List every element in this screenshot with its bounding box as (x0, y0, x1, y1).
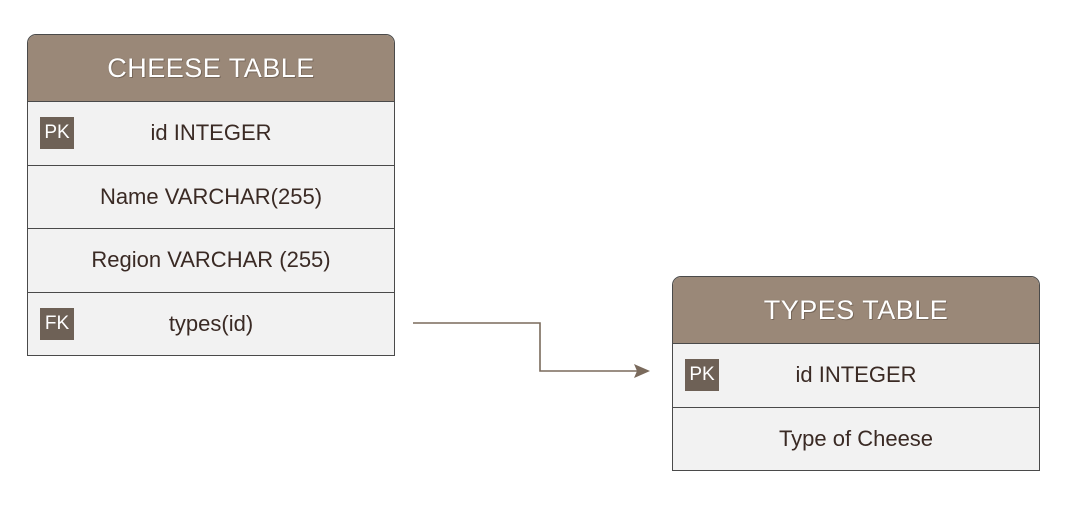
field-label: id INTEGER (795, 362, 917, 388)
primary-key-badge: PK (685, 359, 719, 392)
types-table-title: TYPES TABLE (673, 277, 1039, 344)
cheese-table-row-region: Region VARCHAR (255) (28, 229, 394, 293)
cheese-table: CHEESE TABLE PK id INTEGER Name VARCHAR(… (27, 34, 395, 356)
cheese-table-row-types: FK types(id) (28, 293, 394, 357)
foreign-key-badge: FK (40, 308, 74, 341)
field-label: Type of Cheese (778, 426, 934, 452)
cheese-table-title: CHEESE TABLE (28, 35, 394, 102)
connector-line (413, 322, 640, 372)
field-label: Region VARCHAR (255) (91, 247, 331, 273)
cheese-table-row-id: PK id INTEGER (28, 102, 394, 166)
types-table: TYPES TABLE PK id INTEGER Type of Cheese (672, 276, 1040, 471)
field-label: Name VARCHAR(255) (99, 183, 323, 209)
arrow-head-icon (634, 364, 650, 378)
field-label: types(id) (168, 311, 254, 337)
types-table-row-type: Type of Cheese (673, 408, 1039, 472)
primary-key-badge: PK (40, 117, 74, 150)
field-label: id INTEGER (150, 120, 272, 146)
types-table-row-id: PK id INTEGER (673, 344, 1039, 408)
cheese-table-row-name: Name VARCHAR(255) (28, 166, 394, 229)
